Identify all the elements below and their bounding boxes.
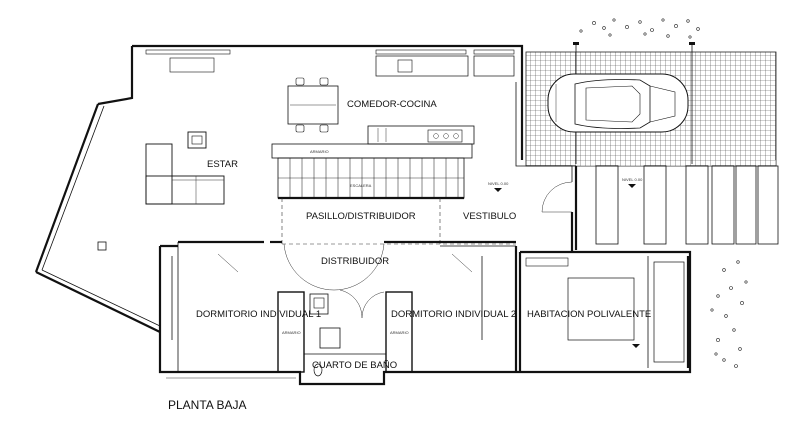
bathroom-fixtures [309,293,341,377]
stairs-label: ESCALERA [350,183,372,188]
room-label-dormitorio-1: DORMITORIO INDIVIDUAL 1 [196,309,321,320]
fireplace-icon [187,131,207,149]
level-marker-hall: NIVEL 0.00 [488,181,509,192]
sofa [145,143,225,205]
kitchen-island: ARMARIO [271,125,475,159]
interior-walls [158,240,690,373]
hall-boundaries [281,198,516,245]
room-label-habitacion-polivalente: HABITACION POLIVALENTE [527,309,651,320]
level-marker-garage: NIVEL 0.00 [622,177,643,188]
room-label-distribuidor: DISTRIBUIDOR [321,256,389,267]
room-label-pasillo: PASILLO/DISTRIBUIDOR [306,211,416,222]
room-label-comedor-cocina: COMEDOR-COCINA [347,99,437,110]
door-swings [217,181,573,319]
shrubs-top [579,18,700,39]
svg-text:NIVEL 0.00: NIVEL 0.00 [488,181,509,186]
room-label-cuarto-de-bano: CUARTO DE BAÑO [312,360,397,371]
cabinet-label-2: ARMARIO [390,330,409,335]
exterior-walls [34,44,692,386]
kitchen-counter [169,55,515,77]
top-windows [145,49,515,55]
parking-stalls [574,165,779,250]
cabinet-label-1: ARMARIO [282,330,301,335]
cabinet-label-kitchen: ARMARIO [310,149,329,154]
staircase: ESCALERA [277,157,465,200]
svg-text:NIVEL 0.00: NIVEL 0.00 [622,177,643,182]
room-label-estar: ESTAR [207,159,238,170]
dining-table [287,77,339,133]
room-label-vestibulo: VESTIBULO [463,211,516,222]
plan-title: PLANTA BAJA [168,398,246,412]
car-icon [547,73,689,133]
north-arrow-icon [632,344,640,348]
column [97,241,107,251]
polivalente-furniture [525,257,685,363]
shrubs-right [710,260,748,368]
room-label-dormitorio-2: DORMITORIO INDIVIDUAL 2 [391,309,516,320]
